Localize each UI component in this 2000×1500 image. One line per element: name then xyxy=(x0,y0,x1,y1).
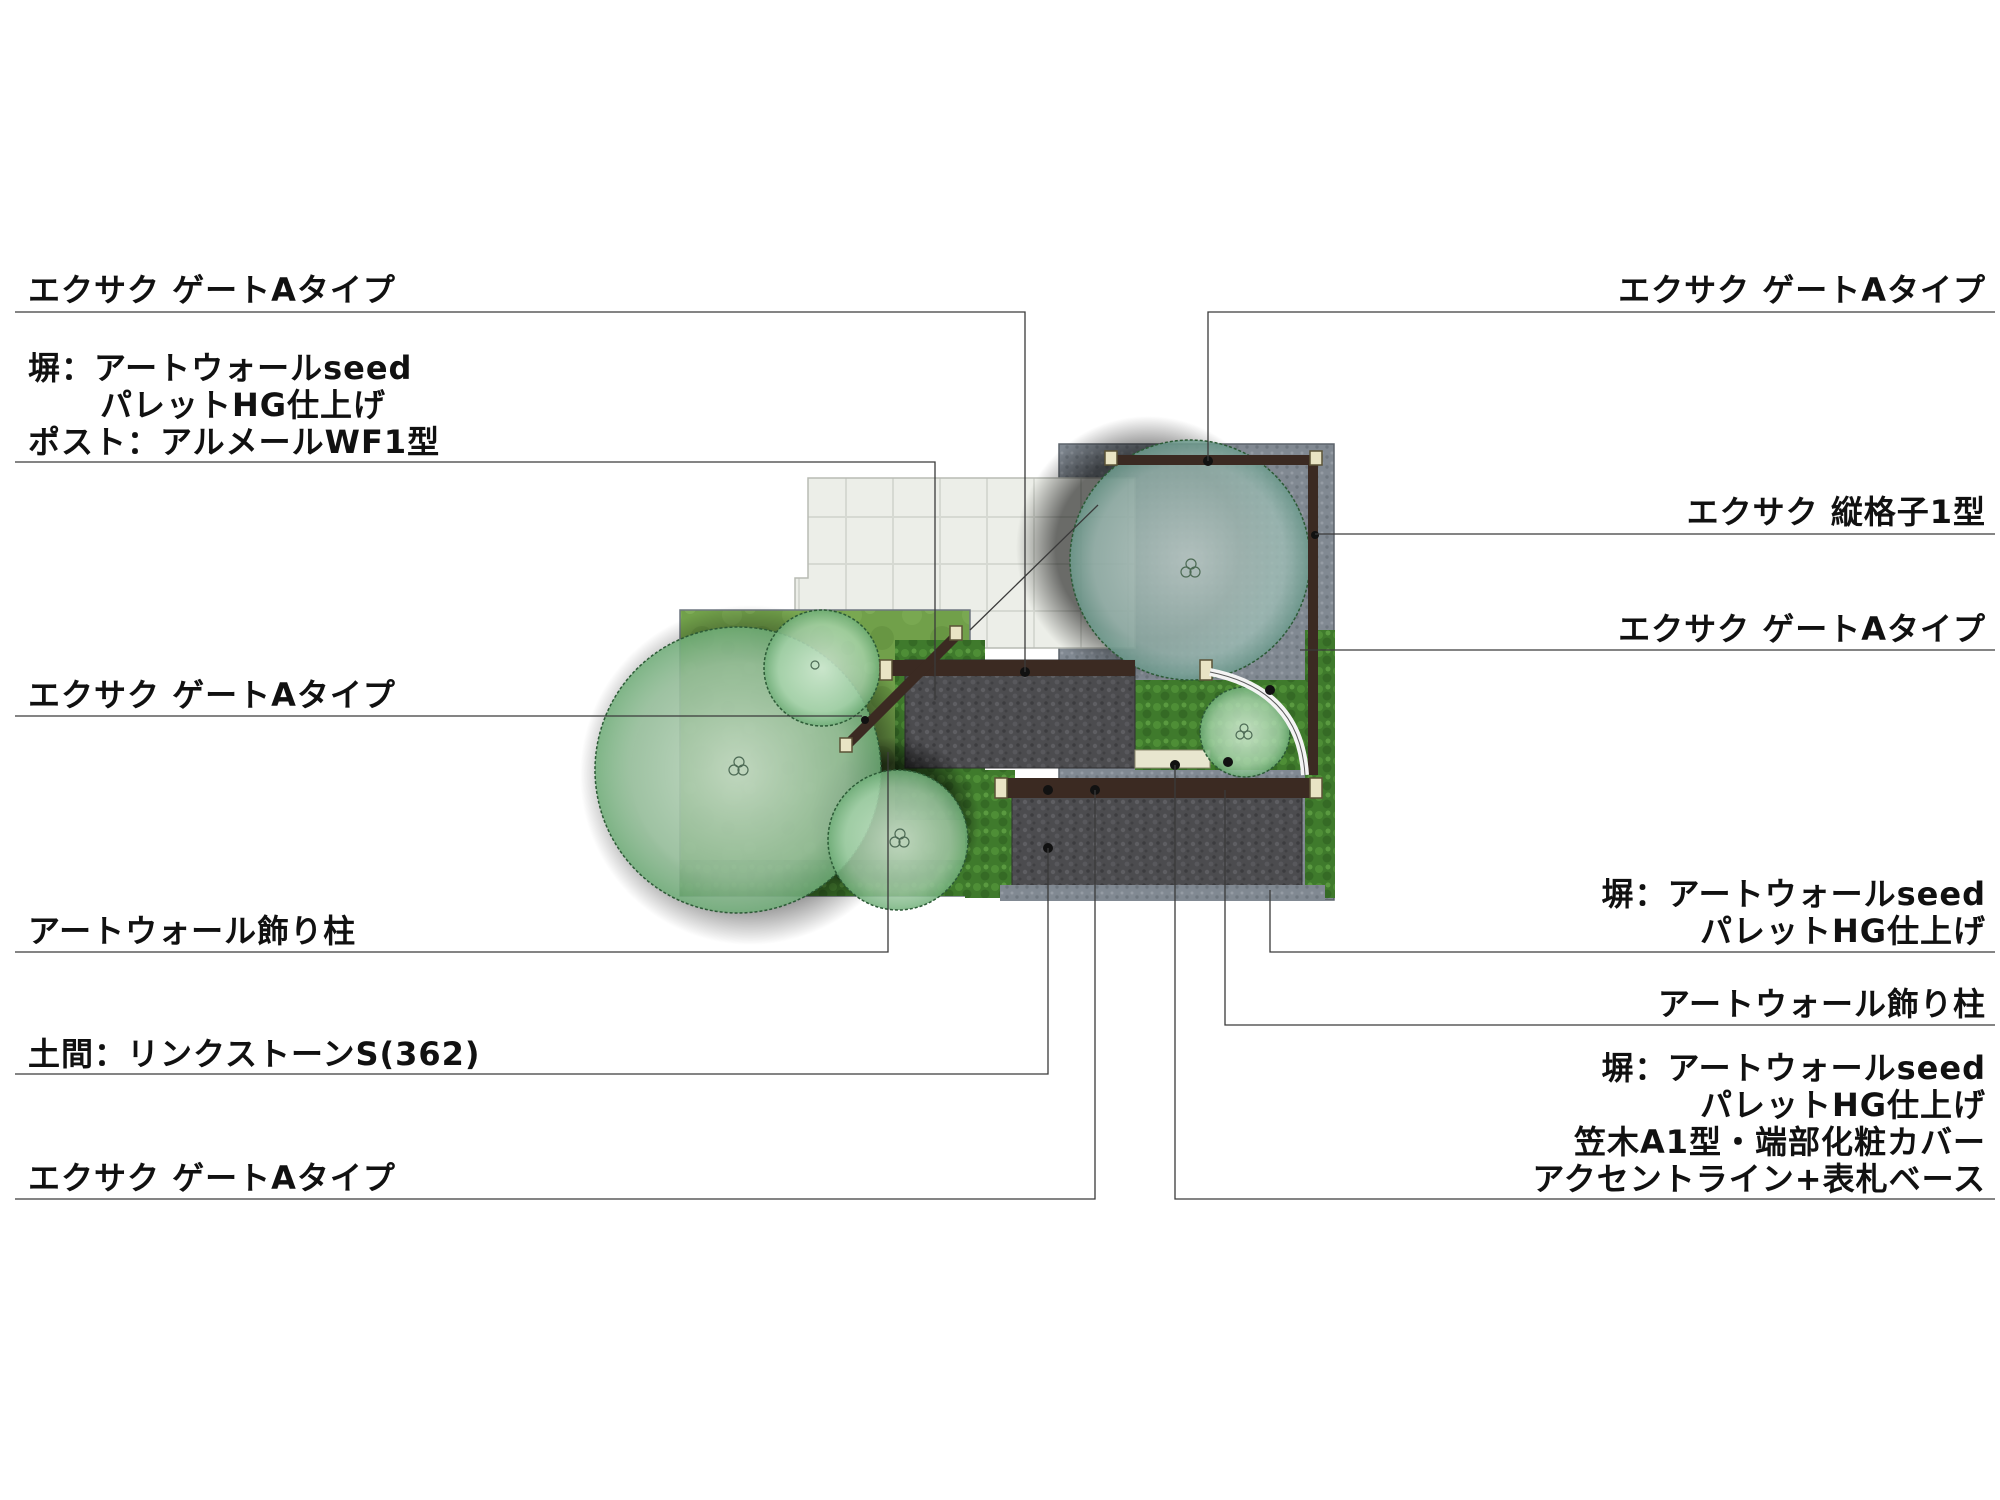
doma-gravel-strip xyxy=(1000,885,1325,901)
label-left-pillar: アートウォール飾り柱 xyxy=(28,912,357,950)
label-left-gate-3: エクサク ゲートAタイプ xyxy=(28,1159,396,1197)
wall-lower xyxy=(1000,778,1320,798)
leader-lines xyxy=(15,311,1995,1200)
tree-bottom-mid xyxy=(827,769,969,911)
curved-lattice-outline xyxy=(1209,671,1306,776)
label-right-pillar: アートウォール飾り柱 xyxy=(1657,985,1986,1023)
tree-small-top-left xyxy=(763,609,881,727)
tree-top-right xyxy=(1069,439,1311,681)
label-left-gate-2: エクサク ゲートAタイプ xyxy=(28,676,396,714)
label-right-lattice: エクサク 縦格子1型 xyxy=(1686,493,1986,531)
doma-gravel-lower xyxy=(1011,779,1303,899)
label-right-gate-1: エクサク ゲートAタイプ xyxy=(1618,271,1986,309)
label-left-post: ポスト：アルメールWF1型 xyxy=(28,423,441,461)
label-left-gate-1: エクサク ゲートAタイプ xyxy=(28,271,396,309)
label-right-wall-1-line2: パレットHG仕上げ xyxy=(1699,912,1986,950)
doma-gravel-upper xyxy=(904,659,1136,769)
label-right-wall-2-line1: 塀：アートウォールseed xyxy=(1601,1049,1986,1087)
wall-diagonal-gate xyxy=(844,630,962,748)
label-right-wall-2-line4: アクセントライン+表札ベース xyxy=(1532,1160,1986,1198)
label-left-doma: 土間：リンクストーンS(362) xyxy=(28,1035,481,1073)
decorative-pillars xyxy=(839,450,1323,799)
label-right-wall-2-line3: 笠木A1型・端部化粧カバー xyxy=(1573,1123,1986,1161)
label-left-wall-1-line2: パレットHG仕上げ xyxy=(100,386,387,424)
tree-trunk-markers xyxy=(728,558,1253,848)
label-right-gate-2: エクサク ゲートAタイプ xyxy=(1618,610,1986,648)
label-right-wall-2-line2: パレットHG仕上げ xyxy=(1699,1086,1986,1124)
label-right-wall-1-line1: 塀：アートウォールseed xyxy=(1601,875,1986,913)
wall-right-vertical xyxy=(1308,455,1318,775)
wall-upper xyxy=(885,660,1135,676)
label-left-wall-1-line1: 塀：アートウォールseed xyxy=(28,349,413,387)
